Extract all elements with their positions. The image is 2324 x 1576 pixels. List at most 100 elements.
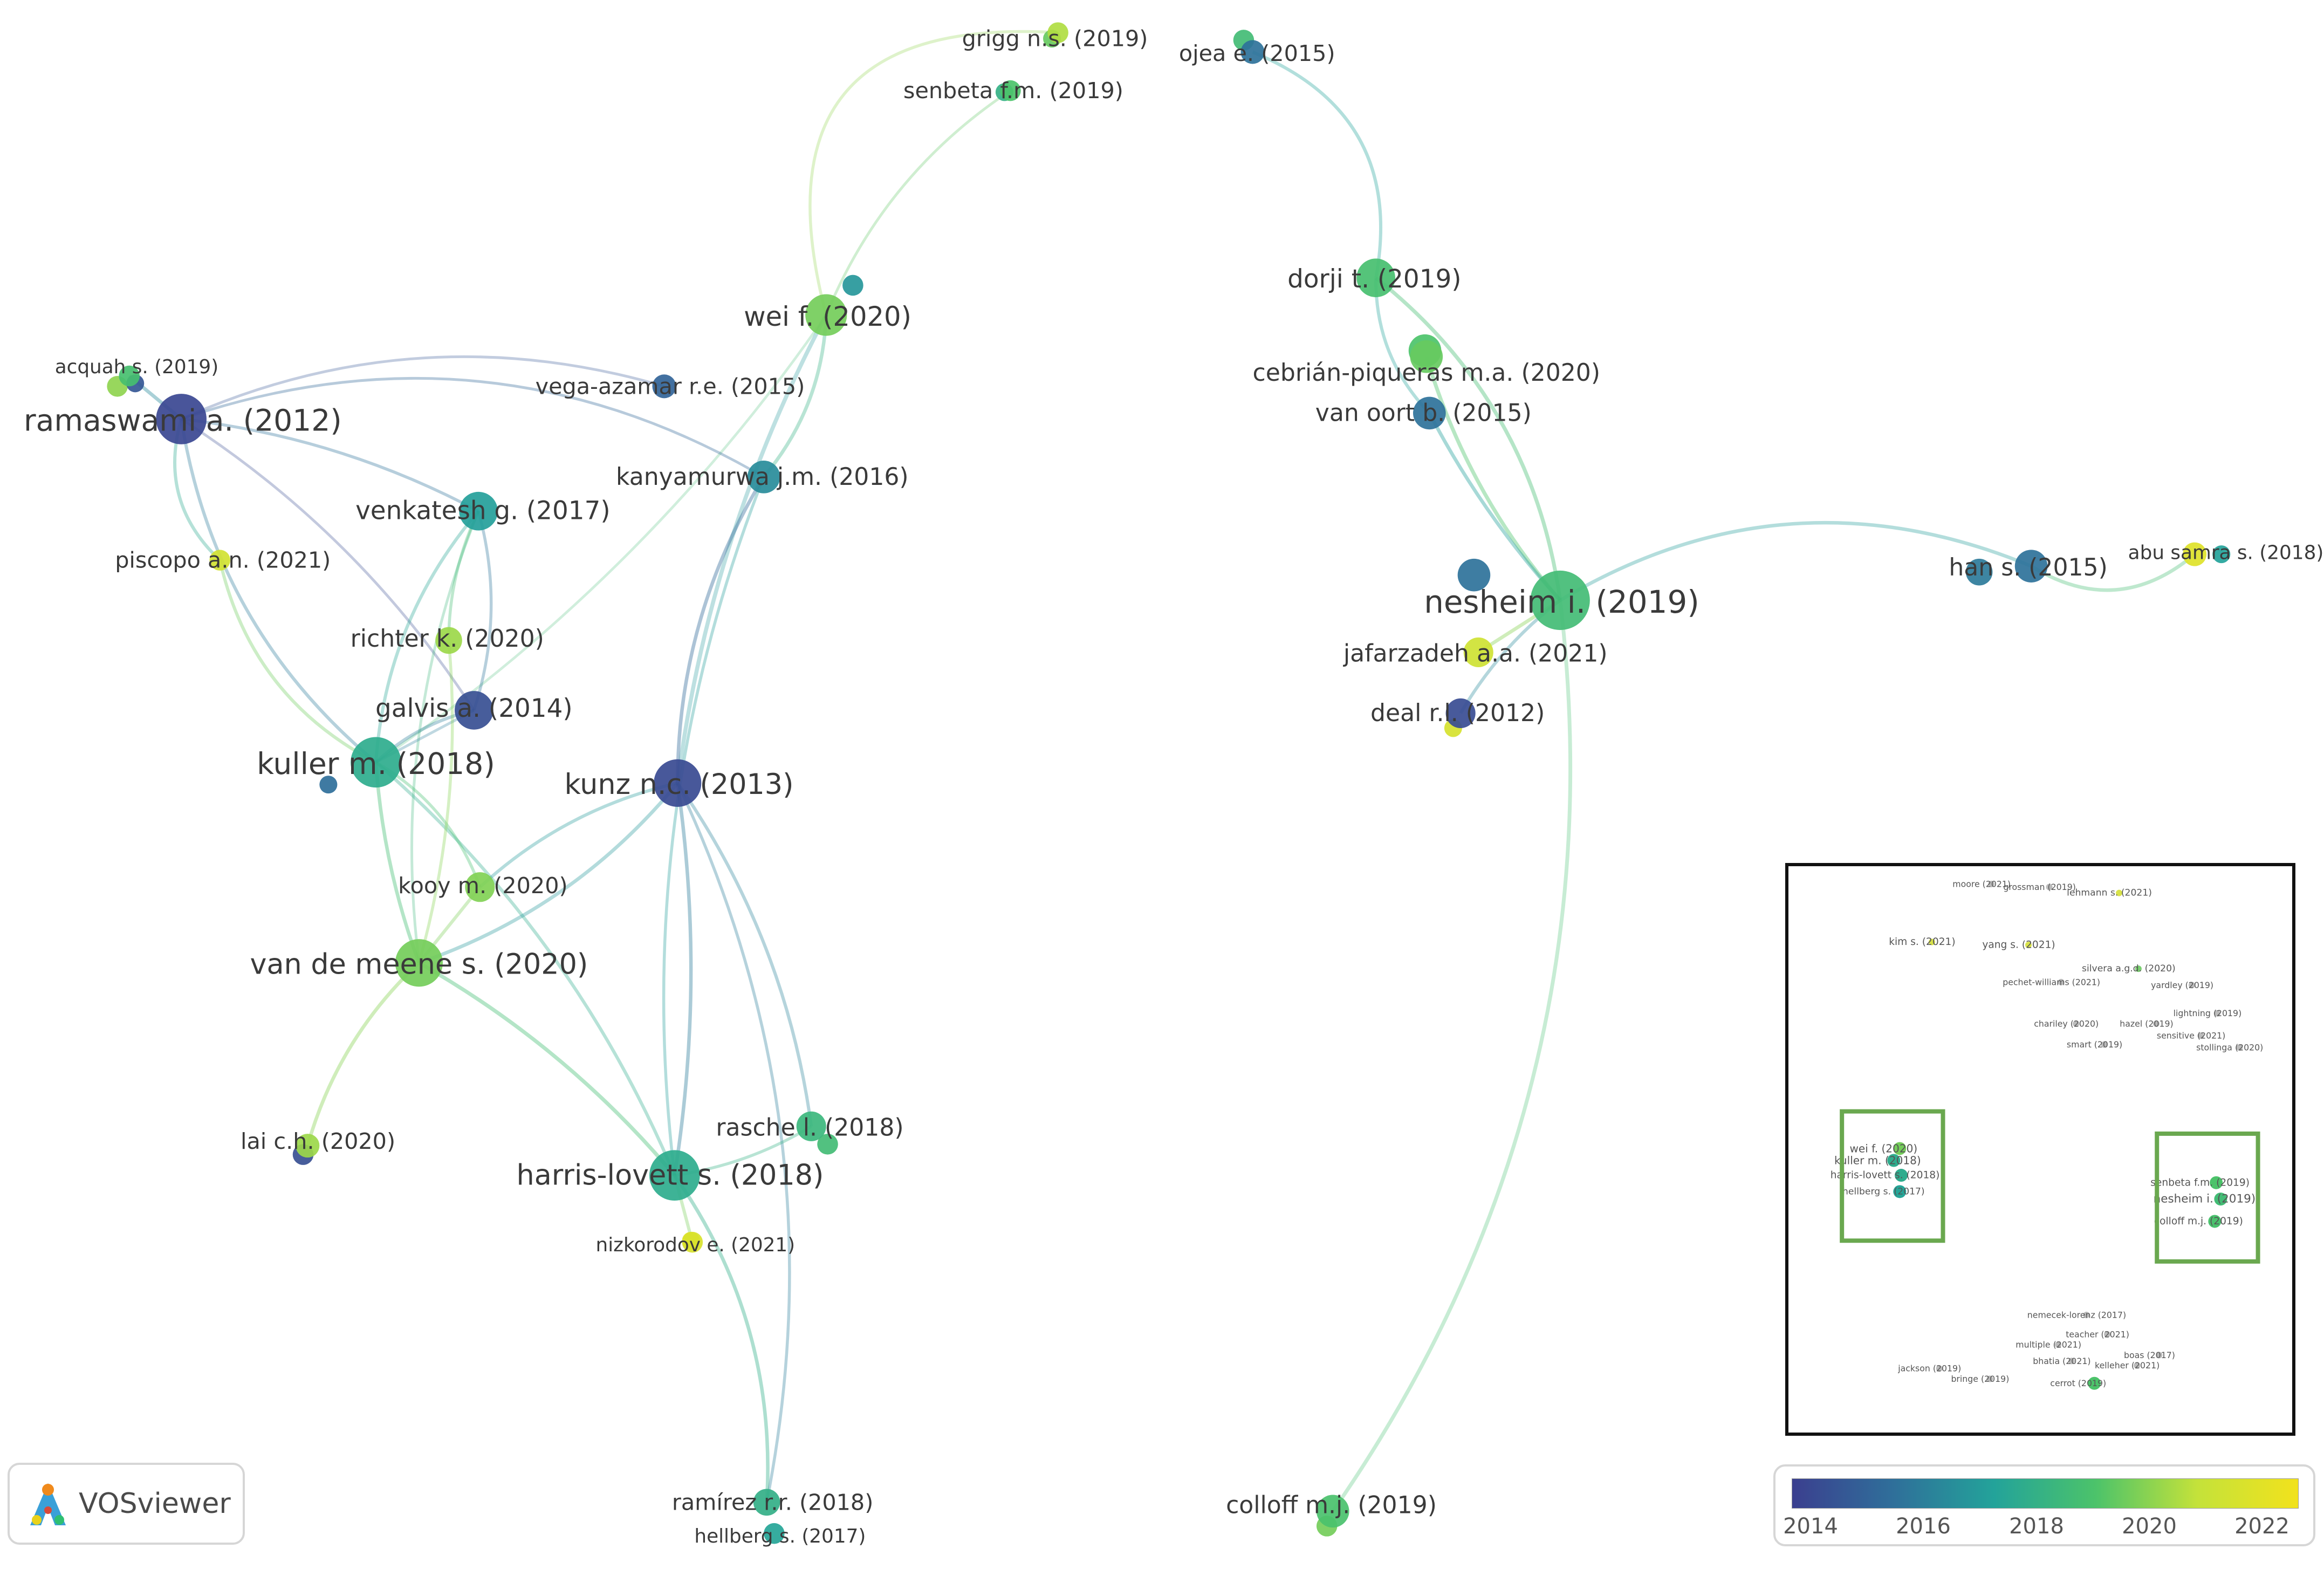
node-label-venkatesh[interactable]: venkatesh g. (2017) [355,497,611,526]
node-vega[interactable] [652,374,676,399]
node-venkatesh[interactable] [459,491,498,531]
minimap-label: chariley (2020) [2034,1019,2099,1029]
minimap-node [2208,1215,2222,1228]
legend-tick: 2020 [2122,1514,2177,1539]
node-label-nizkorodov[interactable]: nizkorodov e. (2021) [596,1234,796,1256]
minimap-node [2197,1032,2204,1039]
node-rasche[interactable] [796,1111,826,1141]
node-harrislovett[interactable] [649,1150,700,1201]
minimap-label: lightning (2019) [2174,1008,2242,1018]
node-label-nesheim[interactable]: nesheim i. (2019) [1424,584,1699,620]
node-colloff[interactable] [1316,1495,1349,1528]
node-label-harrislovett[interactable]: harris-lovett s. (2018) [517,1159,824,1192]
legend-tick: 2022 [2234,1514,2289,1539]
legend-tick: 2018 [2009,1514,2064,1539]
citation-link [673,783,693,1176]
node-nesheim[interactable] [1530,570,1590,631]
citation-link [1331,600,1573,1512]
node-deal[interactable] [1445,698,1476,728]
node-label-senbeta[interactable]: senbeta f.m. (2019) [903,78,1123,104]
minor-node[interactable] [1965,558,1993,586]
node-richter[interactable] [435,627,462,654]
node-label-rasche[interactable]: rasche l. (2018) [716,1114,903,1142]
node-label-deal[interactable]: deal r.l. (2012) [1370,700,1545,727]
citation-link [410,510,480,963]
node-han[interactable] [2014,550,2048,583]
minimap-label: harris-lovett s. (2018) [1831,1170,1940,1181]
node-abusamra[interactable] [2183,542,2207,566]
citation-link [418,961,676,1177]
minimap-canvas: moore (2021)grossman (2019)lehmann s. (2… [1831,879,2263,1390]
minimap-label: colloff m.j. (2019) [2154,1216,2243,1227]
node-label-acquah[interactable]: acquah s. (2019) [55,356,218,378]
node-label-piscopo[interactable]: piscopo a.n. (2021) [115,547,331,573]
node-label-dorji[interactable]: dorji t. (2019) [1287,265,1461,294]
node-label-galvis[interactable]: galvis a. (2014) [375,694,573,723]
citation-link [374,510,480,763]
node-label-kunz[interactable]: kunz n.c. (2013) [565,768,794,801]
citation-link [662,476,765,1176]
node-label-vandemeene[interactable]: van de meene s. (2020) [250,948,588,981]
citation-link [676,476,765,783]
overview-minimap[interactable]: moore (2021)grossman (2019)lehmann s. (2… [1785,863,2295,1436]
node-label-ramirez[interactable]: ramírez r.r. (2018) [672,1489,874,1515]
node-senbeta[interactable] [1000,80,1021,101]
node-ramirez[interactable] [753,1489,780,1516]
minor-node[interactable] [817,1134,838,1155]
node-vanoort[interactable] [1413,396,1446,430]
minor-node[interactable] [1457,558,1491,592]
node-vandemeene[interactable] [395,939,443,987]
node-label-vanoort[interactable]: van oort b. (2015) [1315,399,1532,427]
node-label-han[interactable]: han s. (2015) [1949,554,2107,581]
node-label-colloff[interactable]: colloff m.j. (2019) [1226,1491,1437,1519]
node-kooy[interactable] [465,872,495,902]
node-label-ojea[interactable]: ojea e. (2015) [1179,40,1335,66]
node-label-jafarzadeh[interactable]: jafarzadeh a.a. (2021) [1343,640,1608,668]
citation-link [2030,553,2196,592]
minor-node[interactable] [842,275,863,296]
node-kanyamurwa[interactable] [747,461,780,494]
minimap-viewport-frame[interactable] [1840,1109,1945,1243]
minor-node[interactable] [319,776,338,794]
node-label-hellberg[interactable]: hellberg s. (2017) [694,1525,866,1547]
node-jafarzadeh[interactable] [1463,637,1493,667]
node-kunz[interactable] [654,759,702,807]
minimap-node [1928,938,1935,945]
node-nizkorodov[interactable] [682,1231,703,1253]
node-ojea[interactable] [1240,40,1265,64]
node-label-kuller[interactable]: kuller m. (2018) [257,746,495,781]
node-label-wei[interactable]: wei f. (2020) [744,301,911,332]
node-cebrian[interactable] [1410,340,1443,373]
minimap-label: kuller m. (2018) [1834,1154,1921,1167]
node-label-vega[interactable]: vega-azamar r.e. (2015) [536,373,805,399]
node-piscopo[interactable] [209,550,231,571]
node-lai[interactable] [296,1134,320,1158]
node-label-abusamra[interactable]: abu samra s. (2018) [2128,542,2324,564]
node-label-grigg[interactable]: grigg n.s. (2019) [962,26,1148,52]
vosviewer-badge[interactable]: VOSviewer [8,1463,245,1545]
node-label-kooy[interactable]: kooy m. (2020) [398,873,567,899]
minimap-label: bhatia (2021) [2033,1356,2090,1366]
node-dorji[interactable] [1356,258,1395,297]
minimap-node [2189,982,2196,989]
node-label-ramaswami[interactable]: ramaswami a. (2012) [24,403,342,438]
node-label-cebrian[interactable]: cebrián-piqueras m.a. (2020) [1253,359,1600,387]
node-wei[interactable] [805,294,847,336]
citation-link [375,761,676,1176]
label-layer: grigg n.s. (2019) senbeta f.m. (2019) ojea… [24,26,2323,1548]
node-label-lai[interactable]: lai c.h. (2020) [241,1128,395,1154]
minor-node[interactable] [2212,545,2231,564]
node-galvis[interactable] [455,691,493,730]
citation-link [1374,276,1562,601]
node-acquah[interactable] [119,365,140,387]
node-kuller[interactable] [351,737,401,788]
minimap-viewport-frame[interactable] [2155,1131,2260,1264]
node-label-kanyamurwa[interactable]: kanyamurwa j.m. (2016) [616,463,909,491]
node-hellberg[interactable] [764,1523,785,1544]
node-label-richter[interactable]: richter k. (2020) [351,625,544,653]
node-grigg[interactable] [1047,22,1068,43]
node-ramaswami[interactable] [156,394,207,444]
citation-link [1559,520,2032,602]
minimap-label: pechet-williams (2021) [2003,977,2100,987]
